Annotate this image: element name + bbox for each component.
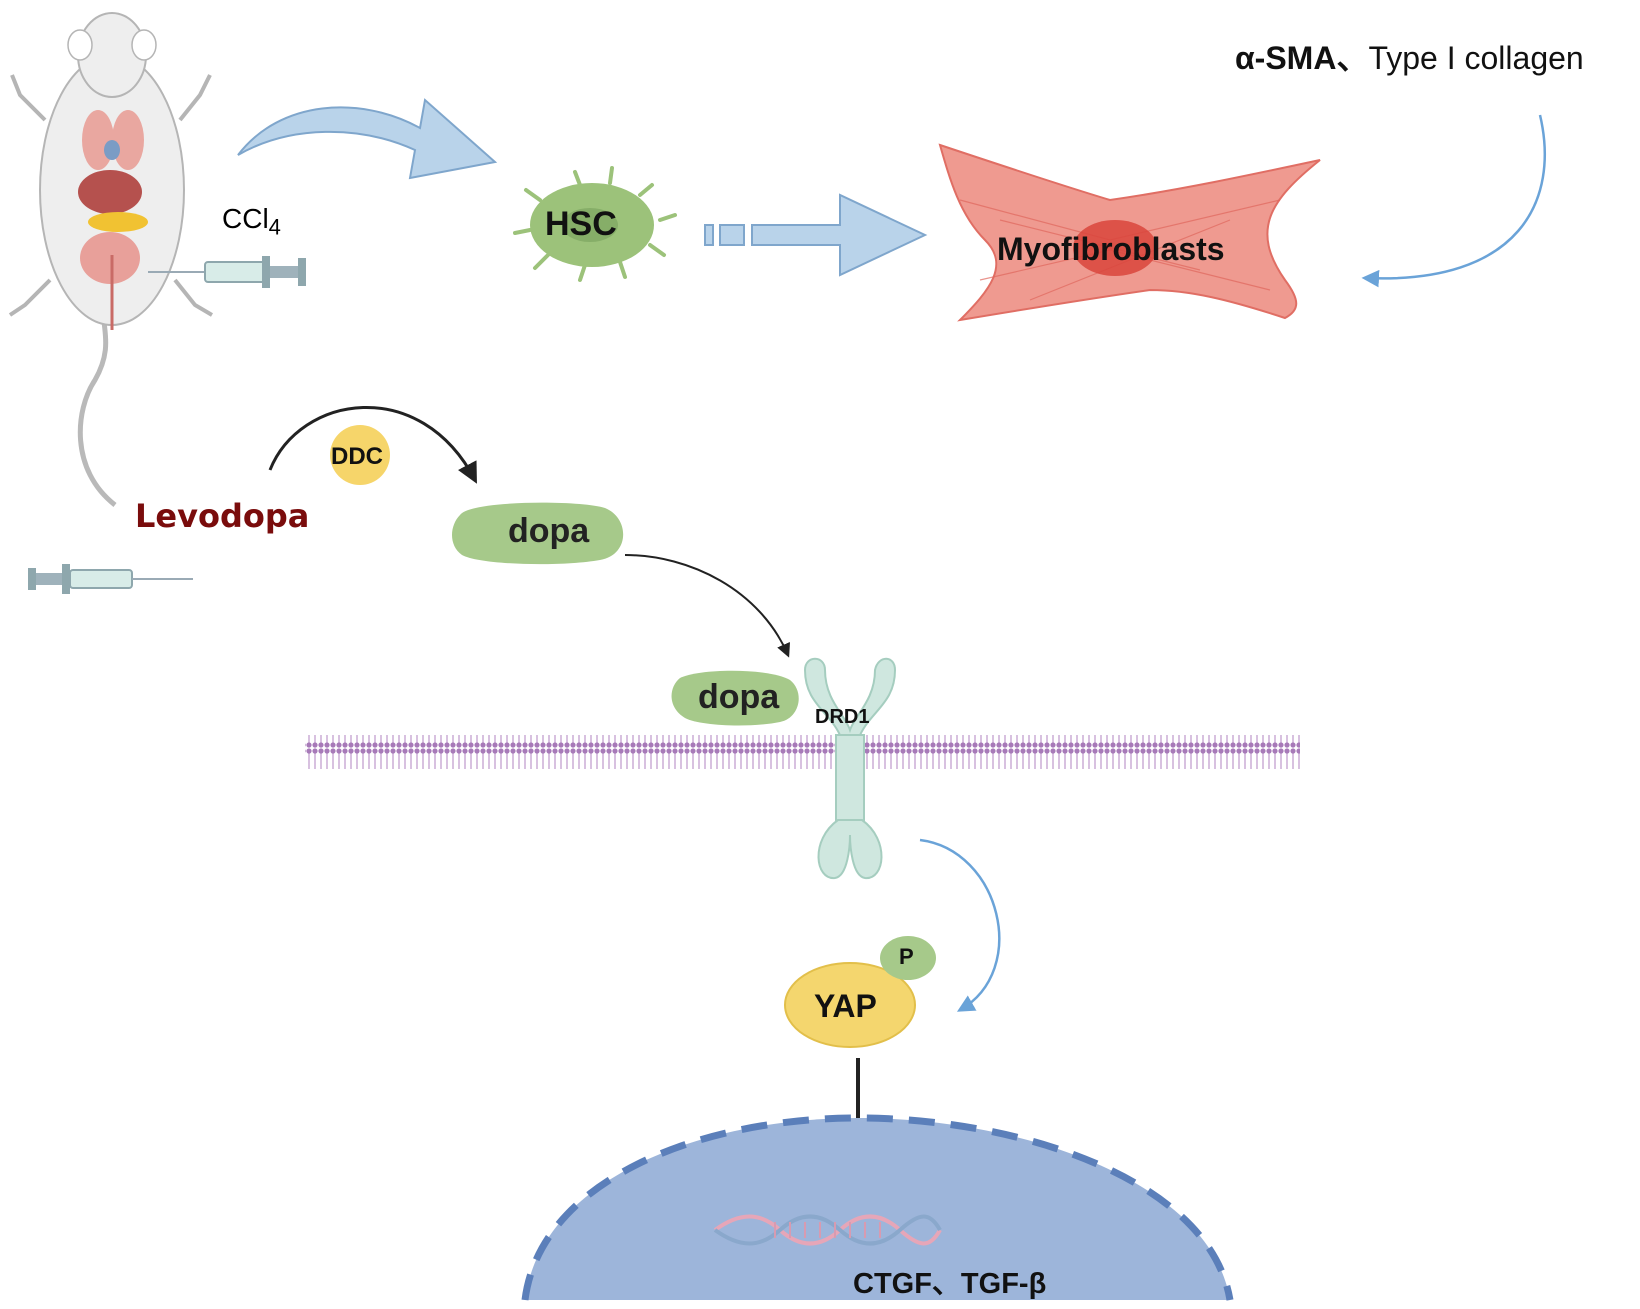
hsc-cell (513, 166, 677, 282)
mouse-icon (8, 12, 214, 507)
hsc-label: HSC (545, 205, 617, 243)
dopa-free-shape (452, 502, 624, 565)
syringe-icon (148, 256, 306, 288)
dopa-free-label: dopa (508, 512, 590, 550)
myofibroblasts-label: Myofibroblasts (997, 231, 1225, 267)
phospho-p (880, 936, 936, 980)
curved-arrow-mouse-to-hsc (237, 98, 498, 180)
block-arrow-hsc-to-myofibroblasts (704, 193, 928, 277)
ddc-arrow (268, 406, 477, 484)
drd1-label: DRD1 (815, 706, 870, 728)
signal-arrow (919, 838, 1001, 1012)
syringe-icon (28, 564, 193, 594)
ccl4-subscript: 4 (268, 214, 281, 240)
dopa-bound-shape (671, 670, 799, 726)
markers-label: α-SMA、Type I collagen (1235, 42, 1584, 74)
yap-protein (784, 962, 916, 1048)
nucleus (525, 1118, 1230, 1300)
dopa-to-receptor-arrow (624, 554, 790, 658)
drd1-receptor (803, 657, 897, 880)
targets-label: CTGF、TGF-β (853, 1268, 1047, 1300)
type1-collagen-text: Type I collagen (1368, 40, 1584, 76)
ddc-label: DDC (331, 443, 383, 470)
nuclear-envelope (521, 1114, 1234, 1301)
myofibroblast-cell (938, 143, 1321, 322)
marker-arrow (1361, 114, 1547, 288)
yap-label: YAP (814, 988, 877, 1024)
levodopa-label: Levodopa (135, 497, 310, 535)
dopa-bound-label: dopa (698, 678, 780, 716)
ddc-enzyme (330, 425, 390, 485)
ccl4-text: CCl (222, 203, 269, 234)
p-label: P (899, 944, 914, 969)
ccl4-label: CCl4 (222, 205, 281, 239)
alpha-sma-text: α-SMA、 (1235, 40, 1369, 76)
cell-membrane (305, 735, 1300, 769)
dna-icon (713, 1214, 942, 1246)
